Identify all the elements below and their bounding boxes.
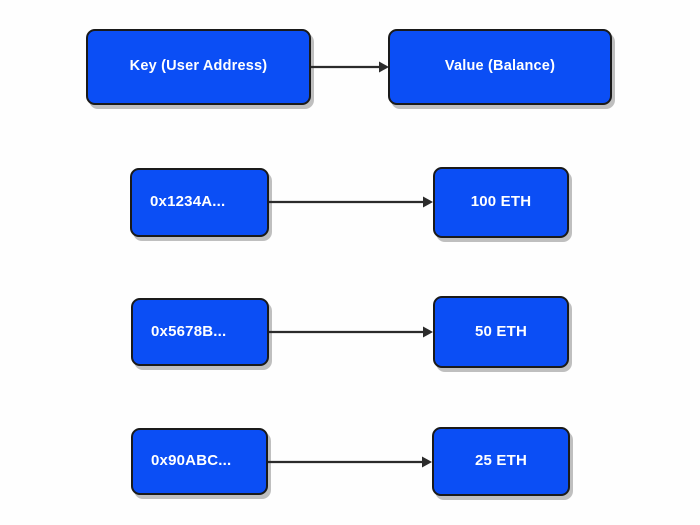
row-arrow-1 — [269, 190, 434, 214]
header-key-label: Key (User Address) — [129, 58, 268, 75]
key-label-1: 0x1234A... — [150, 193, 226, 211]
header-key-node[interactable]: Key (User Address) — [86, 29, 311, 105]
key-label-2: 0x5678B... — [151, 322, 227, 340]
header-value-label: Value (Balance) — [444, 58, 556, 75]
value-label-2: 50 ETH — [474, 322, 528, 340]
value-label-3: 25 ETH — [474, 452, 528, 470]
header-arrow — [311, 55, 390, 79]
value-node-2[interactable]: 50 ETH — [433, 296, 569, 368]
row-arrow-3 — [268, 450, 433, 474]
value-node-3[interactable]: 25 ETH — [432, 427, 570, 496]
key-label-3: 0x90ABC... — [151, 452, 232, 470]
value-node-1[interactable]: 100 ETH — [433, 167, 569, 238]
key-node-3[interactable]: 0x90ABC... — [131, 428, 268, 495]
value-label-1: 100 ETH — [470, 193, 532, 211]
key-node-2[interactable]: 0x5678B... — [131, 298, 269, 366]
key-node-1[interactable]: 0x1234A... — [130, 168, 269, 237]
row-arrow-2 — [269, 320, 434, 344]
header-value-node[interactable]: Value (Balance) — [388, 29, 612, 105]
